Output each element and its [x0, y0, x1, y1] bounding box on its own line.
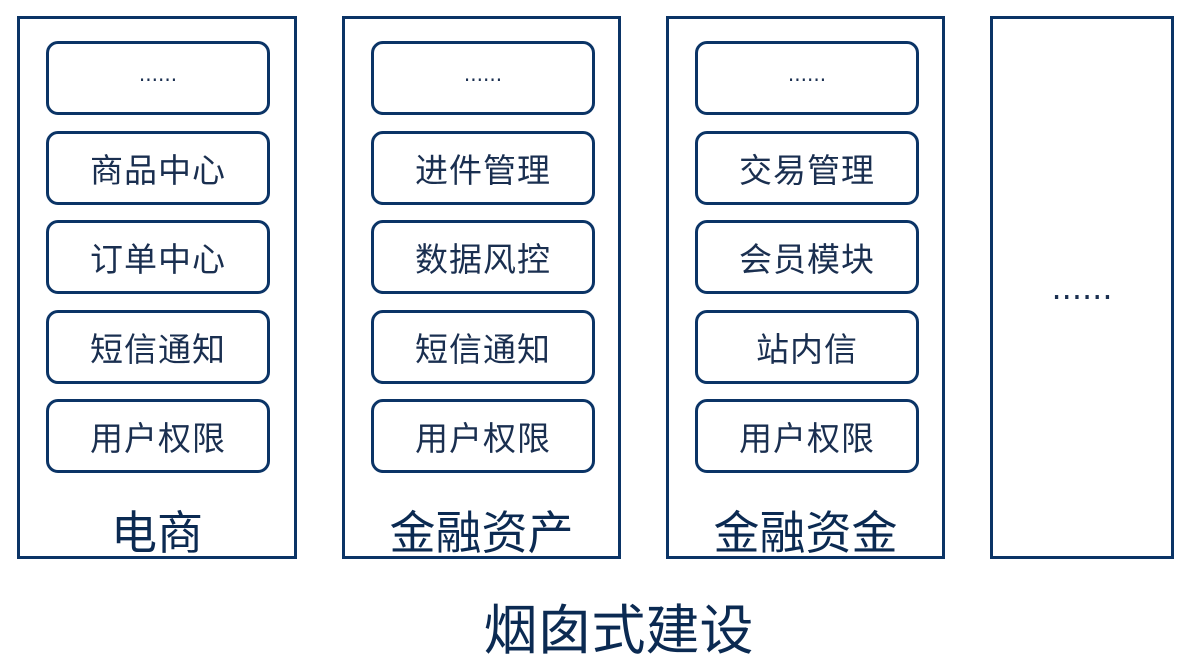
module-more: ...... [46, 41, 270, 115]
more-placeholder: ...... [1051, 269, 1113, 307]
column-title: 金融资产 [389, 506, 574, 560]
module-product-center: 商品中心 [46, 131, 270, 205]
system-column-more: ...... [990, 16, 1174, 559]
module-member: 会员模块 [695, 220, 919, 294]
module-sms-notification: 短信通知 [46, 310, 270, 384]
column-title: 金融资金 [713, 506, 898, 560]
system-column-finance-assets: ...... 进件管理 数据风控 短信通知 用户权限 金融资产 [342, 16, 621, 560]
module-more: ...... [695, 41, 919, 115]
module-user-permission: 用户权限 [695, 399, 919, 473]
module-transaction-management: 交易管理 [695, 131, 919, 205]
system-column-finance-funds: ...... 交易管理 会员模块 站内信 用户权限 金融资金 [666, 16, 945, 560]
system-column-ecommerce: ...... 商品中心 订单中心 短信通知 用户权限 电商 [17, 16, 297, 560]
diagram-title: 烟囱式建设 [483, 599, 754, 662]
module-order-center: 订单中心 [46, 220, 270, 294]
module-data-risk-control: 数据风控 [371, 220, 595, 294]
module-more: ...... [371, 41, 595, 115]
module-sms-notification: 短信通知 [371, 310, 595, 384]
column-title: 电商 [111, 506, 203, 560]
module-application-management: 进件管理 [371, 131, 595, 205]
module-user-permission: 用户权限 [371, 399, 595, 473]
module-internal-message: 站内信 [695, 310, 919, 384]
module-user-permission: 用户权限 [46, 399, 270, 473]
